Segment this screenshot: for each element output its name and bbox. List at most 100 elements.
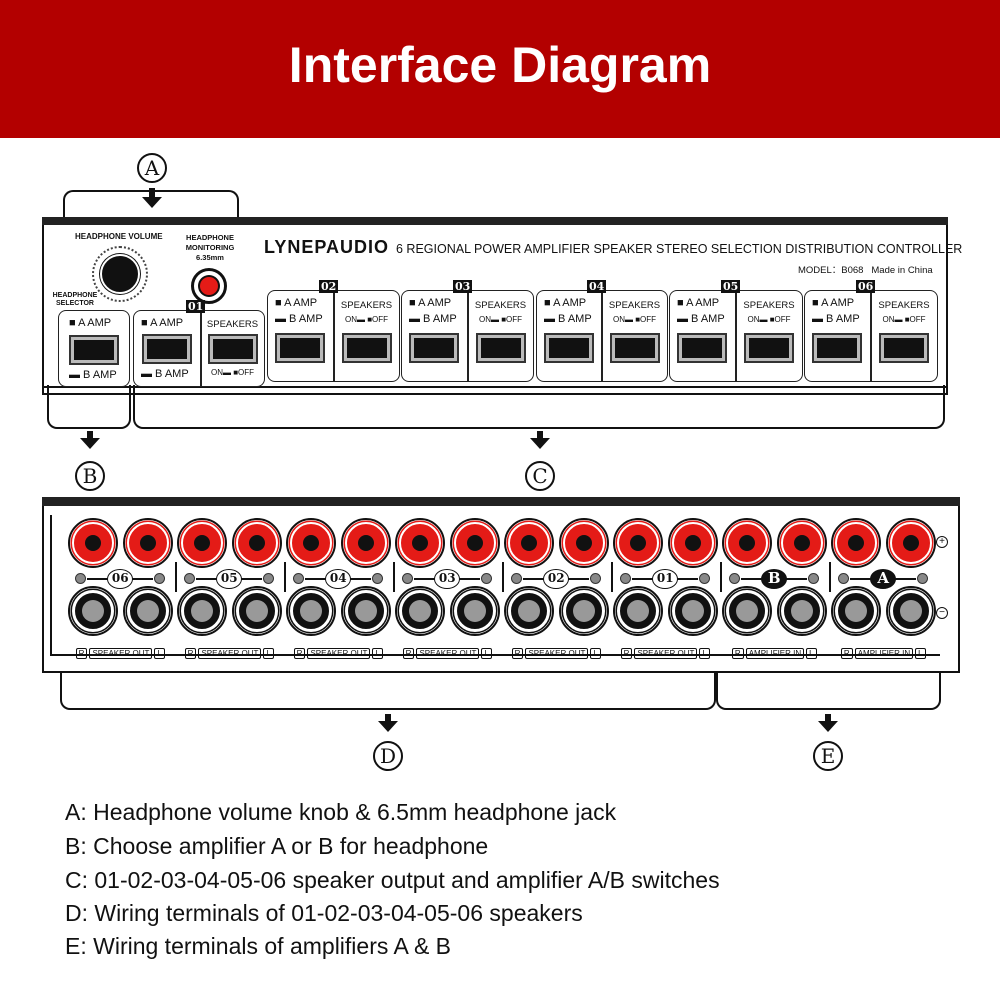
negative-terminal[interactable] [613,586,663,636]
terminal-ring [344,590,387,632]
positive-terminal[interactable] [286,518,336,568]
zone-separator [829,562,831,592]
positive-terminal[interactable] [613,518,663,568]
terminal-hole [303,535,319,551]
negative-terminal[interactable] [68,586,118,636]
terminal-hole [793,535,810,551]
zone-03-speaker-switch[interactable] [475,333,526,363]
negative-terminal[interactable] [177,586,227,636]
positive-terminal[interactable] [449,518,500,568]
page-title: Interface Diagram [288,37,712,93]
description-d: D: Wiring terminals of 01-02-03-04-05-06… [65,900,583,926]
terminal-ring [235,522,278,564]
amp-b-label: ▬ B AMP [812,313,860,325]
zone-06-speaker-switch[interactable] [879,333,929,363]
headphone-jack[interactable] [191,268,227,304]
positive-terminal[interactable] [340,518,391,568]
zone-03-amp-switch[interactable] [409,333,459,363]
plus-marker: + [936,536,948,548]
description-a: A: Headphone volume knob & 6.5mm headpho… [65,799,617,825]
right-channel-tag: R [840,648,853,659]
positive-terminal[interactable] [831,518,881,568]
arrow-a-icon [142,197,162,208]
negative-terminal[interactable] [558,586,609,636]
positive-terminal[interactable] [177,518,227,568]
headphone-selector-rocker[interactable] [69,335,119,365]
headphone-volume-knob[interactable] [100,254,140,294]
zone-06-amp-switch[interactable] [812,333,862,363]
positive-terminal[interactable] [504,518,554,568]
amp-a-label: ■ A AMP [275,297,318,309]
positive-terminal[interactable] [776,518,827,568]
zone-02-amp-switch[interactable] [275,333,325,363]
negative-terminal[interactable] [286,586,336,636]
indicator-led [293,573,305,584]
on-off-label: ON▬ ■OFF [344,315,389,324]
zone-04-amp-switch[interactable] [543,333,594,363]
zone-01-badge: 01 [186,300,206,313]
on-off-label: ON▬ ■OFF [478,315,523,324]
indicator-led [729,573,741,584]
terminal-hole [521,535,537,551]
amp-a-label: ■ A AMP [677,297,720,309]
negative-terminal[interactable] [449,586,500,636]
negative-terminal[interactable] [831,586,881,636]
on-off-label: ON▬ ■OFF [210,368,255,377]
negative-terminal[interactable] [231,586,282,636]
zone-01-amp-switch[interactable] [141,334,192,364]
amp-b-label: ▬ B AMP [69,369,117,381]
bracket-d [60,672,716,710]
amp-b-label: ▬ B AMP [677,313,725,325]
negative-terminal[interactable] [667,586,718,636]
back-zone-02-label: 02 [543,569,570,589]
negative-terminal[interactable] [776,586,827,636]
back-zone-06-label: 06 [107,569,134,589]
headphone-monitoring-label: HEADPHONE MONITORING 6.35mm [185,233,235,262]
positive-terminal[interactable] [68,518,118,568]
zone-label-tag: SPEAKER OUT [307,648,371,659]
zone-02-speaker-switch[interactable] [341,333,392,363]
positive-terminal[interactable] [667,518,718,568]
zone-04-speaker-switch[interactable] [609,333,660,363]
positive-terminal[interactable] [395,518,445,568]
arrow-e-icon [818,721,838,732]
zone-05-amp-switch[interactable] [677,333,727,363]
terminal-hole [409,600,431,622]
negative-terminal[interactable] [722,586,772,636]
arrow-a-stem [149,188,155,198]
positive-terminal[interactable] [122,518,173,568]
positive-terminal[interactable] [558,518,609,568]
positive-terminal[interactable] [231,518,282,568]
negative-terminal[interactable] [395,586,445,636]
zone-05-badge: 05 [721,280,741,293]
left-channel-tag: L [263,648,274,659]
description-e: E: Wiring terminals of amplifiers A & B [65,933,452,959]
negative-terminal[interactable] [122,586,173,636]
zone-05-speaker-switch[interactable] [744,333,794,363]
speakers-label: SPEAKERS [474,300,527,311]
indicator-led [511,573,523,584]
zone-divider [200,310,202,387]
positive-terminal[interactable] [885,518,936,568]
callout-a: A [137,153,167,183]
negative-terminal[interactable] [504,586,554,636]
indicator-led [402,573,414,584]
left-channel-tag: L [699,648,710,659]
negative-terminal[interactable] [885,586,936,636]
terminal-ring [235,590,278,632]
terminal-ring [671,590,714,632]
model-info: MODEL：B068 Made in China [798,265,933,276]
positive-terminal[interactable] [722,518,772,568]
zone-separator [611,562,613,592]
zone-separator [175,562,177,592]
description-b: B: Choose amplifier A or B for headphone [65,833,489,859]
zone-01-speaker-switch[interactable] [207,334,258,364]
arrow-c-stem [537,431,543,439]
terminal-ring [508,590,550,632]
negative-terminal[interactable] [340,586,391,636]
